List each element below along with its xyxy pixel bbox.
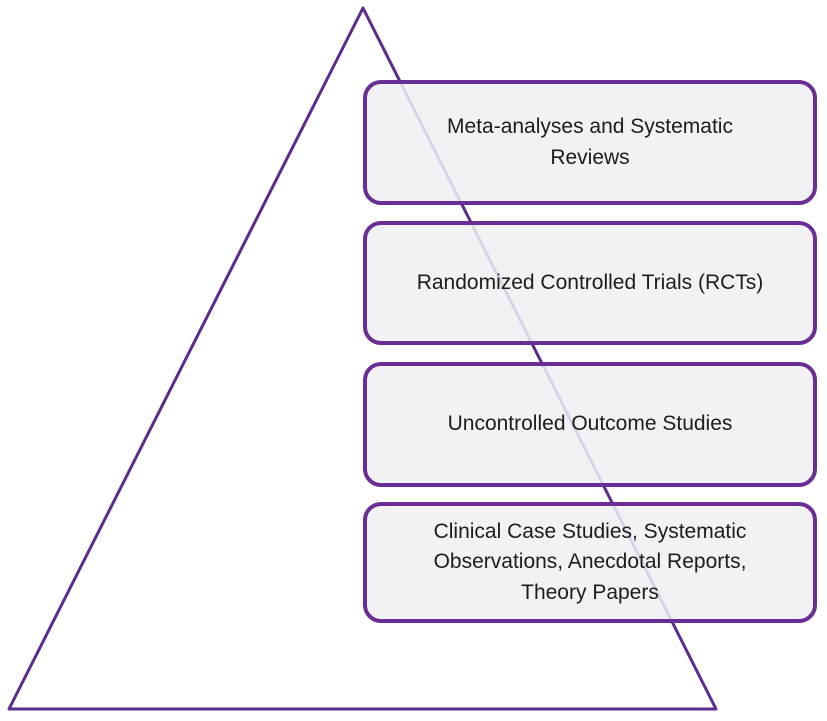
pyramid-level-3-box: Uncontrolled Outcome Studies [363,362,817,487]
pyramid-level-4-box: Clinical Case Studies, Systematic Observ… [363,502,817,623]
pyramid-level-4-label: Clinical Case Studies, Systematic Observ… [433,519,747,604]
pyramid-level-2-box: Randomized Controlled Trials (RCTs) [363,221,817,345]
pyramid-level-1-label: Meta-analyses and Systematic Reviews [447,115,733,169]
pyramid-level-3-label: Uncontrolled Outcome Studies [447,412,733,436]
pyramid-level-2-label: Randomized Controlled Trials (RCTs) [416,270,764,294]
triangle-outline-shape [7,6,718,711]
pyramid-level-1-box: Meta-analyses and Systematic Reviews [363,80,817,205]
